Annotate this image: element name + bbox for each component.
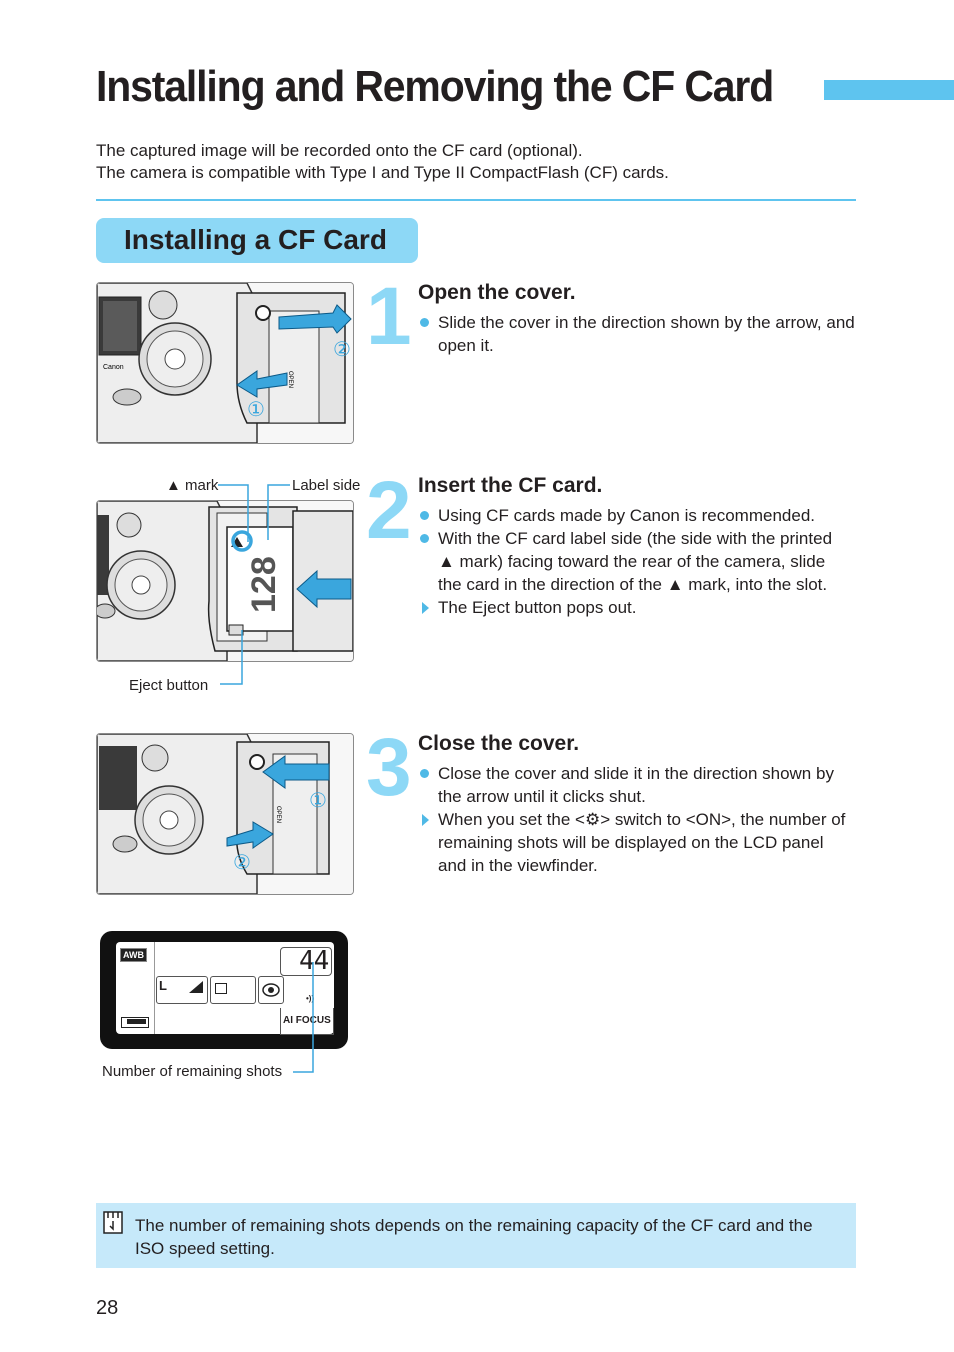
lcd-screen: AWB L 44 •)) AI FOCUS xyxy=(116,942,334,1035)
callout-line-lcd xyxy=(293,962,314,1073)
mark-label: ▲ mark xyxy=(166,477,219,494)
intro-line-2: The camera is compatible with Type I and… xyxy=(96,163,669,182)
step-2-heading: Insert the CF card. xyxy=(418,474,603,497)
brand-logo: Canon xyxy=(103,364,124,371)
divider-rule xyxy=(96,199,856,201)
step-1-item-1: Slide the cover in the direction shown b… xyxy=(419,311,859,357)
awb-indicator: AWB xyxy=(120,948,147,962)
step-2-item-3: The Eject button pops out. xyxy=(419,596,851,619)
eject-button-label: Eject button xyxy=(129,677,209,694)
marker-1: ① xyxy=(309,790,327,812)
quality-value: L xyxy=(159,978,167,993)
camera-illustration-1: Canon OPEN xyxy=(97,283,353,443)
section-title: Installing a CF Card xyxy=(124,224,387,255)
beep-icon: •)) xyxy=(306,994,315,1003)
card-capacity: 128 xyxy=(245,556,283,613)
step-2-item-2: With the CF card label side (the side wi… xyxy=(419,527,851,596)
metering-box xyxy=(258,976,284,1004)
section-header: Installing a CF Card xyxy=(96,218,418,263)
remaining-shots-value: 44 xyxy=(299,946,329,976)
battery-icon xyxy=(121,1017,149,1028)
step-2-item-1: Using CF cards made by Canon is recommen… xyxy=(419,504,851,527)
note-text: The number of remaining shots depends on… xyxy=(135,1216,813,1258)
step-3-item-1: Close the cover and slide it in the dire… xyxy=(419,762,851,808)
figure-insert-card: 128 xyxy=(96,500,354,662)
step-1-list: Slide the cover in the direction shown b… xyxy=(419,311,859,357)
callout-lines-2 xyxy=(218,484,290,685)
page-number: 28 xyxy=(96,1297,119,1319)
intro-text: The captured image will be recorded onto… xyxy=(96,140,669,184)
marker-2: ② xyxy=(333,339,351,361)
camera-illustration-3: OPEN xyxy=(97,734,353,894)
af-mode-box: AI FOCUS xyxy=(280,1008,334,1035)
figure-open-cover: Canon OPEN ② ① xyxy=(96,282,354,444)
step-2-list: Using CF cards made by Canon is recommen… xyxy=(419,504,851,619)
step-number-2: 2 xyxy=(366,465,412,556)
step-3-list: Close the cover and slide it in the dire… xyxy=(419,762,851,877)
metering-icon xyxy=(262,983,280,997)
remaining-shots-label: Number of remaining shots xyxy=(102,1063,283,1080)
af-mode-value: AI FOCUS xyxy=(283,1015,331,1026)
single-frame-icon xyxy=(215,983,227,994)
memo-icon xyxy=(103,1211,123,1234)
camera-illustration-2: 128 xyxy=(97,501,353,661)
shots-box: 44 xyxy=(280,946,332,976)
step-number-1: 1 xyxy=(366,271,412,362)
note-box: The number of remaining shots depends on… xyxy=(96,1203,856,1268)
cover-open-label: OPEN xyxy=(287,371,293,388)
step-3-item-2: When you set the <⚙> switch to <ON>, the… xyxy=(419,808,851,877)
page-title: Installing and Removing the CF Card xyxy=(96,62,774,111)
step-number-3: 3 xyxy=(366,722,412,813)
lcd-panel: AWB L 44 •)) AI FOCUS xyxy=(100,931,348,1049)
marker-1: ① xyxy=(247,399,265,421)
marker-2: ② xyxy=(233,852,251,874)
step-1-heading: Open the cover. xyxy=(418,281,576,304)
quality-box: L xyxy=(156,976,208,1004)
figure-close-cover: OPEN ① ② xyxy=(96,733,354,895)
intro-line-1: The captured image will be recorded onto… xyxy=(96,141,583,160)
drive-mode-box xyxy=(210,976,256,1004)
title-accent-bar xyxy=(824,80,954,100)
label-side-label: Label side xyxy=(292,477,361,494)
cover-open-label-3: OPEN xyxy=(275,806,281,823)
step-3-heading: Close the cover. xyxy=(418,732,580,755)
